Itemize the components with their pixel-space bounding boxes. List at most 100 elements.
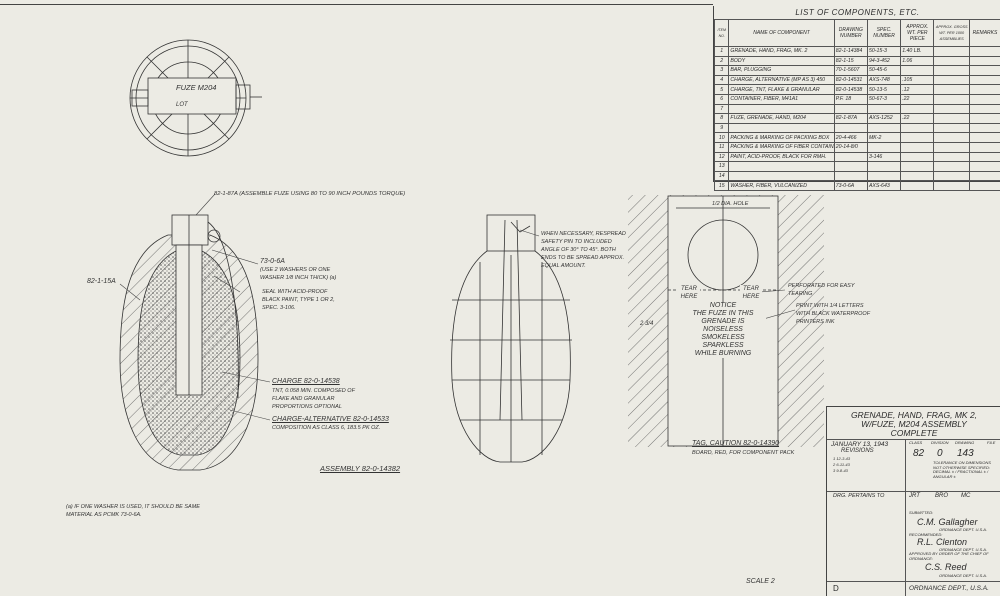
cell-spec: [867, 171, 900, 181]
charge-note: CHARGE 82-0-14538: [272, 378, 340, 386]
cell-drawing: 70-1-5607: [834, 66, 867, 76]
cell-name: PACKING & MARKING OF FIBER CONTAINER: [729, 142, 834, 152]
tb-file-label: FILE: [987, 441, 995, 446]
cell-spec: [867, 104, 900, 114]
cell-drawing: 82-1-15: [834, 56, 867, 66]
washer-note: (USE 2 WASHERS OR ONE WASHER 1/8 INCH TH…: [260, 266, 350, 282]
hdr-gross: APPROX. GROSS WT. PER 1000 ASSEMBLIES: [934, 20, 969, 47]
cell-spec: 50-67-3: [867, 94, 900, 104]
cell-spec: 94-3-452: [867, 56, 900, 66]
cell-item: 1: [715, 47, 729, 57]
cell-wt: .22: [901, 94, 934, 104]
cell-gross: [934, 47, 969, 57]
cell-drawing: [834, 123, 867, 133]
tb-drawn: JRT: [909, 493, 920, 499]
cell-name: GRENADE, HAND, FRAG, MK. 2: [729, 47, 834, 57]
cell-remarks: [969, 142, 1000, 152]
print-note: PRINT WITH 1/4 LETTERS WITH BLACK WATERP…: [796, 302, 876, 326]
charge-sub: TNT, 0.058 MIN. COMPOSED OF FLAKE AND GR…: [272, 387, 357, 411]
tb-sig1-org: ORDNANCE DEPT. U.S.A.: [939, 528, 987, 533]
table-row: 13: [715, 162, 1000, 172]
tb-tolerance: TOLERANCE ON DIMENSIONS NOT OTHERWISE SP…: [933, 461, 999, 479]
cell-spec: AXS-643: [867, 181, 900, 191]
cell-wt: [901, 181, 934, 191]
tag-hole-dim: 1/2 DIA. HOLE: [712, 200, 748, 208]
tb-letter: D: [833, 584, 839, 593]
fuze-label: FUZE M204: [176, 84, 216, 92]
notice-line-5: SMOKELESS: [680, 334, 766, 342]
tb-division-label: DIVISION: [931, 441, 949, 446]
cell-item: 10: [715, 133, 729, 143]
cell-wt: [901, 171, 934, 181]
cell-item: 4: [715, 75, 729, 85]
components-grid: ITEM NO. NAME OF COMPONENT DRAWING NUMBE…: [714, 19, 1000, 191]
washer-ref: 73-0-6A: [260, 258, 285, 266]
notice-block: NOTICE THE FUZE IN THIS GRENADE IS NOISE…: [680, 302, 766, 358]
fuze-top-view: [130, 40, 262, 156]
cell-wt: [901, 66, 934, 76]
title-block: GRENADE, HAND, FRAG, MK 2, W/FUZE, M204 …: [826, 406, 1000, 596]
cell-remarks: [969, 85, 1000, 95]
tb-row-bottom: [827, 581, 1000, 582]
cell-spec: AXS-1252: [867, 114, 900, 124]
table-row: 9: [715, 123, 1000, 133]
cell-item: 15: [715, 181, 729, 191]
cell-spec: 50-15-3: [867, 47, 900, 57]
tag-caption: TAG, CAUTION 82-0-14390: [692, 440, 779, 448]
cell-drawing: 73-0-6A: [834, 181, 867, 191]
tb-sig3: C.S. Reed: [925, 562, 967, 572]
safety-pin-note: WHEN NECESSARY, RESPREAD SAFETY PIN TO I…: [541, 230, 626, 270]
cell-gross: [934, 94, 969, 104]
cell-wt: [901, 133, 934, 143]
cell-gross: [934, 181, 969, 191]
notice-line-4: NOISELESS: [680, 326, 766, 334]
footnote: (a) IF ONE WASHER IS USED, IT SHOULD BE …: [66, 503, 226, 519]
tb-dept: ORDNANCE DEPT., U.S.A.: [909, 585, 989, 592]
cell-item: 2: [715, 56, 729, 66]
tb-class-label: CLASS: [909, 441, 922, 446]
tb-revision-3: 3 9-8-43: [833, 469, 848, 474]
cell-remarks: [969, 181, 1000, 191]
hdr-drawing: DRAWING NUMBER: [834, 20, 867, 47]
cell-drawing: 82-0-14538: [834, 85, 867, 95]
cell-spec: 50-45-6: [867, 66, 900, 76]
cell-item: 14: [715, 171, 729, 181]
lot-label: LOT: [176, 101, 188, 109]
tb-drawing-label: DRAWING: [955, 441, 974, 446]
cell-drawing: P.F. 18: [834, 94, 867, 104]
assembly-label: ASSEMBLY 82-0-14382: [320, 465, 400, 473]
tear-here-left: TEAR HERE: [678, 285, 700, 301]
tb-date: JANUARY 13, 1943: [831, 441, 888, 448]
cell-item: 5: [715, 85, 729, 95]
tb-submitted-label: SUBMITTED:: [909, 511, 933, 516]
cell-drawing: 82-1-87A: [834, 114, 867, 124]
tb-revision-1: 1 12-3-43: [833, 457, 850, 462]
cell-remarks: [969, 94, 1000, 104]
cell-drawing: 20-14-8/0: [834, 142, 867, 152]
cell-gross: [934, 123, 969, 133]
tb-division: 0: [937, 448, 943, 459]
cell-gross: [934, 85, 969, 95]
drawing-title: GRENADE, HAND, FRAG, MK 2, W/FUZE, M204 …: [827, 411, 1000, 438]
tear-here-right: TEAR HERE: [740, 285, 762, 301]
cell-gross: [934, 171, 969, 181]
cell-drawing: [834, 152, 867, 162]
cell-gross: [934, 104, 969, 114]
cell-drawing: [834, 104, 867, 114]
cell-gross: [934, 75, 969, 85]
cell-gross: [934, 133, 969, 143]
tb-row-pertains: [827, 491, 1000, 492]
notice-line-7: WHILE BURNING: [680, 350, 766, 358]
cell-remarks: [969, 162, 1000, 172]
cell-item: 3: [715, 66, 729, 76]
cell-remarks: [969, 47, 1000, 57]
body-ref: 82-1-15A: [87, 278, 116, 286]
cell-name: WASHER, FIBER, VULCANIZED: [729, 181, 834, 191]
cell-drawing: [834, 171, 867, 181]
tb-traced: MC: [961, 493, 970, 499]
